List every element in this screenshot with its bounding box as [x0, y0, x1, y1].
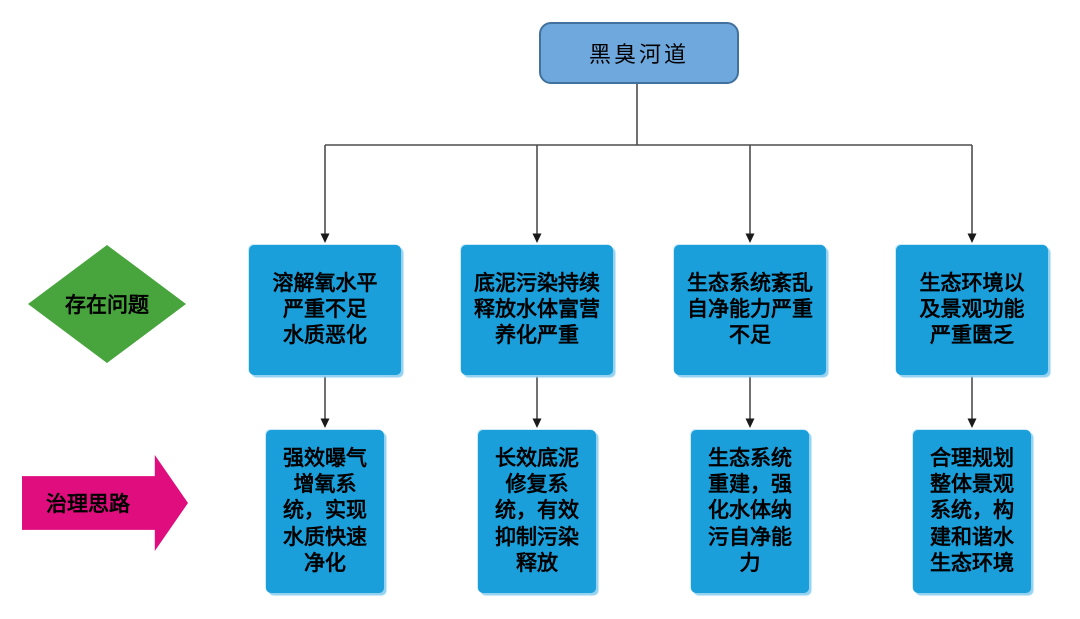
arrowhead-icon — [532, 418, 542, 428]
problems-row-label: 存在问题 — [65, 294, 149, 317]
problem-node-1: 溶解氧水平 严重不足 水质恶化 — [249, 245, 401, 375]
arrowhead-icon — [967, 233, 977, 243]
arrowhead-icon — [967, 418, 977, 428]
problem-node-4: 生态环境以 及景观功能 严重匮乏 — [896, 245, 1048, 375]
solution-node-2: 长效底泥 修复系 统，有效 抑制污染 释放 — [478, 430, 596, 593]
arrowhead-icon — [745, 418, 755, 428]
arrowhead-icon — [320, 233, 330, 243]
arrowhead-icon — [745, 233, 755, 243]
solution-node-3: 生态系统 重建，强 化水体纳 污自净能 力 — [691, 430, 809, 593]
arrowhead-icon — [320, 418, 330, 428]
root-node-heichou-hedao: 黑臭河道 — [539, 22, 739, 84]
solution-node-1: 强效曝气 增氧系 统，实现 水质快速 净化 — [266, 430, 384, 593]
problem-node-3: 生态系统紊乱 自净能力严重 不足 — [674, 245, 826, 375]
problem-node-2: 底泥污染持续 释放水体富营 养化严重 — [461, 245, 613, 375]
solutions-row-label: 治理思路 — [46, 493, 130, 516]
arrowhead-icon — [532, 233, 542, 243]
solution-node-4: 合理规划 整体景观 系统，构 建和谐水 生态环境 — [913, 430, 1031, 593]
